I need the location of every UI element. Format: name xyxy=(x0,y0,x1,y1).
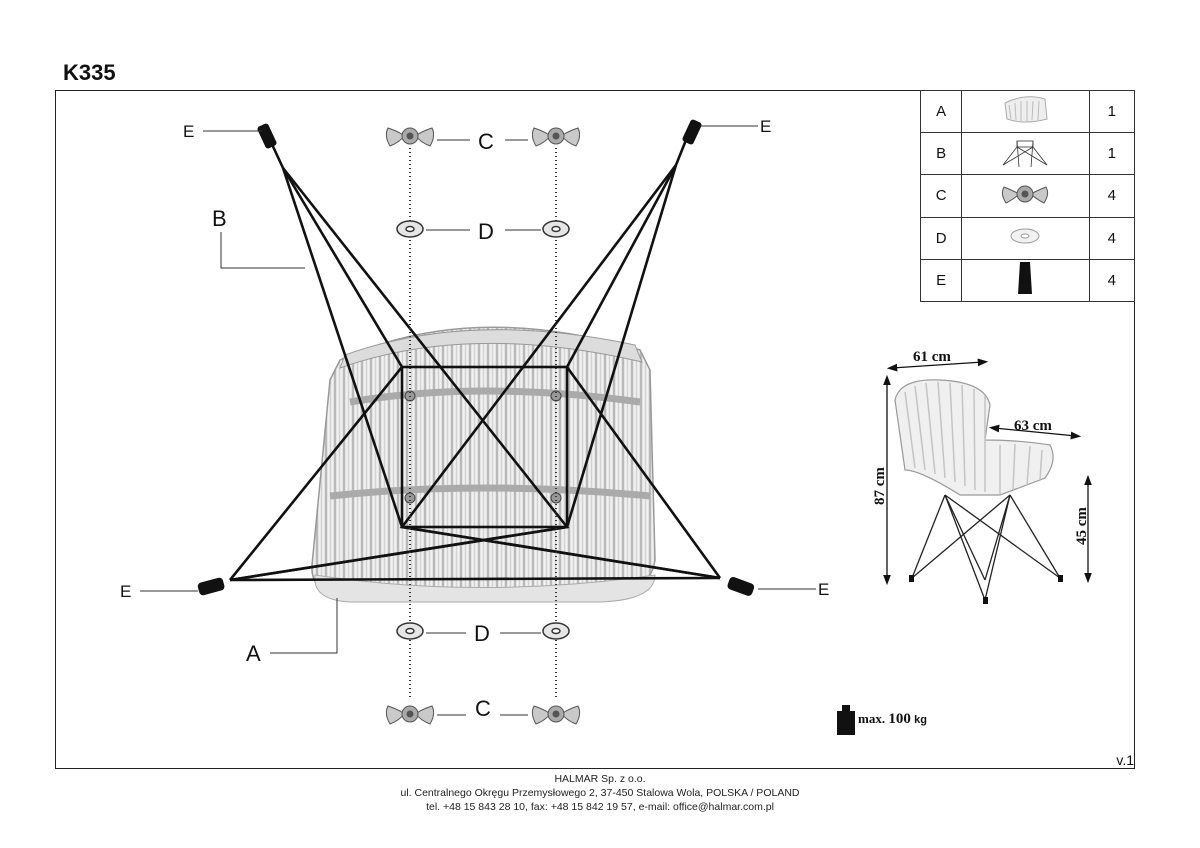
version-label: v.1 xyxy=(1116,752,1134,768)
label-e-top-left: E xyxy=(183,122,194,141)
washer-icon xyxy=(1010,228,1040,244)
foot-caps xyxy=(197,119,755,596)
assembly-diagram: E E E E C C D D B A xyxy=(120,117,829,725)
height-dimension-label: 87 cm xyxy=(872,467,888,505)
parts-row-e: E 4 xyxy=(919,258,1136,303)
footer-contact: tel. +48 15 843 28 10, fax: +48 15 842 1… xyxy=(426,801,774,813)
part-qty: 1 xyxy=(1088,89,1136,134)
part-qty: 4 xyxy=(1088,174,1136,218)
product-code: K335 xyxy=(63,60,116,85)
wing-nuts xyxy=(385,127,581,725)
seat-height-dimension-label: 45 cm xyxy=(1074,507,1090,545)
label-d-top: D xyxy=(478,219,494,244)
label-b: B xyxy=(212,206,227,231)
footer: HALMAR Sp. z o.o. ul. Centralnego Okręgu… xyxy=(0,772,1200,814)
depth-dimension-line xyxy=(988,424,1082,440)
foot-cap-icon xyxy=(1018,262,1033,295)
washers xyxy=(396,220,570,640)
parts-table: A 1 B 1 C xyxy=(919,89,1136,303)
part-letter: D xyxy=(919,216,963,260)
part-letter: A xyxy=(919,89,963,134)
parts-row-a: A 1 xyxy=(919,89,1136,134)
part-letter: E xyxy=(919,258,963,303)
armchair-illustration xyxy=(894,379,1063,604)
wire-frame-icon xyxy=(1003,140,1048,167)
parts-row-d: D 4 xyxy=(919,216,1136,260)
label-a: A xyxy=(246,641,261,666)
label-c-bottom: C xyxy=(475,696,491,721)
width-dimension-line xyxy=(886,358,989,372)
part-qty: 4 xyxy=(1088,258,1136,303)
rattan-seat xyxy=(311,326,656,603)
parts-row-c: C 4 xyxy=(919,174,1136,218)
dimension-drawing: 61 cm 63 cm 87 cm 45 cm xyxy=(872,349,1092,604)
footer-company: HALMAR Sp. z o.o. xyxy=(554,773,646,785)
drawing-frame xyxy=(55,90,1135,769)
label-e-bottom-left: E xyxy=(120,582,131,601)
label-d-bottom: D xyxy=(474,621,490,646)
label-e-bottom-right: E xyxy=(818,580,829,599)
part-qty: 1 xyxy=(1088,132,1136,176)
wire-frame xyxy=(228,129,722,582)
width-dimension-label: 61 cm xyxy=(913,349,951,365)
max-load-unit: kg xyxy=(914,714,927,726)
footer-address: ul. Centralnego Okręgu Przemysłowego 2, … xyxy=(400,787,800,799)
leader-lines xyxy=(140,125,816,716)
part-letter: C xyxy=(919,174,963,218)
depth-dimension-label: 63 cm xyxy=(1014,418,1052,434)
label-e-top-right: E xyxy=(760,117,771,136)
parts-row-b: B 1 xyxy=(919,132,1136,176)
wing-nut-icon xyxy=(1002,185,1049,204)
max-load: max. 100 kg xyxy=(858,711,927,728)
part-letter: B xyxy=(919,132,963,176)
rattan-seat-icon xyxy=(1004,95,1049,123)
guide-lines xyxy=(409,148,557,700)
max-load-value: 100 xyxy=(888,711,911,727)
label-c-top: C xyxy=(478,129,494,154)
max-load-prefix: max. xyxy=(858,711,886,726)
weight-icon xyxy=(837,705,855,735)
part-qty: 4 xyxy=(1088,216,1136,260)
